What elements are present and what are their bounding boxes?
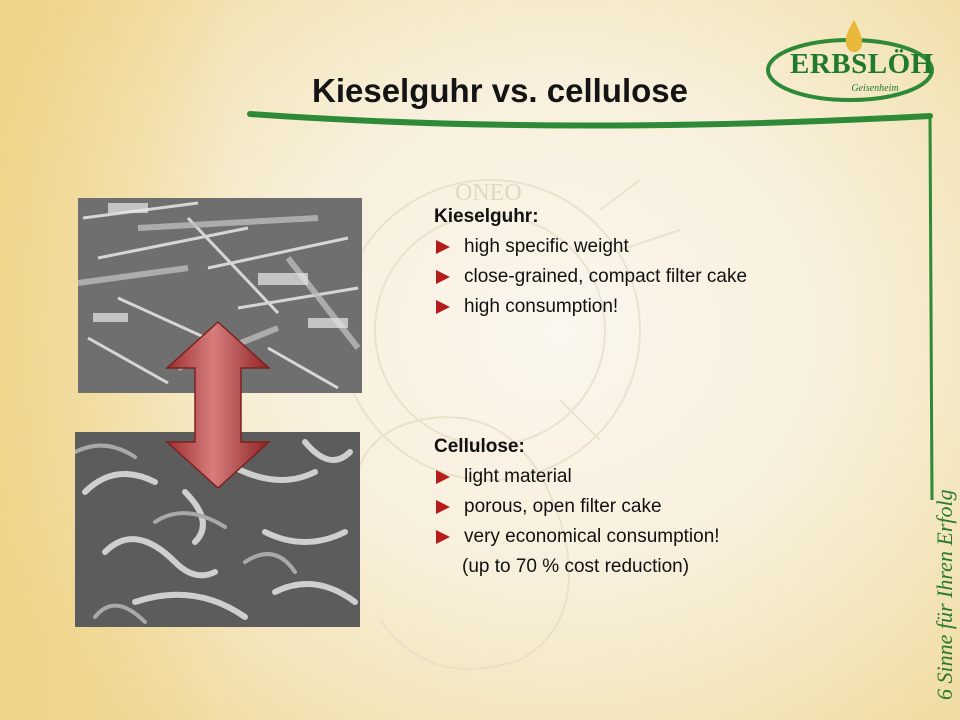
logo-name: ERBSLÖH bbox=[790, 48, 934, 80]
bullet-arrow-icon bbox=[436, 530, 450, 544]
list-item: close-grained, compact filter cake bbox=[434, 262, 747, 292]
item-text: high specific weight bbox=[464, 236, 629, 257]
slogan-vertical: 6 Sinne für Ihren Erfolg bbox=[932, 489, 957, 700]
item-text: close-grained, compact filter cake bbox=[464, 266, 748, 287]
bullet-arrow-icon bbox=[436, 270, 450, 284]
item-text: porous, open filter cake bbox=[464, 496, 662, 517]
bullet-arrow-icon bbox=[436, 240, 450, 254]
bullet-arrow-icon bbox=[436, 300, 450, 314]
kieselguhr-block: Kieselguhr: high specific weight close-g… bbox=[434, 202, 747, 322]
list-item: high consumption! bbox=[434, 292, 747, 322]
kieselguhr-photo bbox=[78, 198, 362, 393]
item-text: light material bbox=[464, 466, 572, 487]
bullet-arrow-icon bbox=[436, 470, 450, 484]
slide-title: Kieselguhr vs. cellulose bbox=[312, 72, 688, 109]
item-text: high consumption! bbox=[464, 296, 619, 317]
erbsloeh-logo bbox=[766, 20, 934, 102]
cellulose-block: Cellulose: light material porous, open f… bbox=[434, 432, 720, 582]
double-arrow-icon bbox=[165, 320, 271, 490]
list-item: very economical consumption! bbox=[434, 522, 720, 552]
list-item: porous, open filter cake bbox=[434, 492, 720, 522]
watermark-text: ONEO bbox=[455, 180, 522, 206]
oil-drop-icon bbox=[845, 20, 863, 52]
list-item: high specific weight bbox=[434, 232, 747, 262]
kieselguhr-heading: Kieselguhr: bbox=[434, 206, 539, 227]
cellulose-heading: Cellulose: bbox=[434, 436, 525, 457]
cost-reduction-note: (up to 70 % cost reduction) bbox=[462, 556, 690, 577]
bullet-arrow-icon bbox=[436, 500, 450, 514]
list-item: light material bbox=[434, 462, 720, 492]
logo-location: Geisenheim bbox=[851, 83, 899, 94]
item-text: very economical consumption! bbox=[464, 526, 720, 547]
